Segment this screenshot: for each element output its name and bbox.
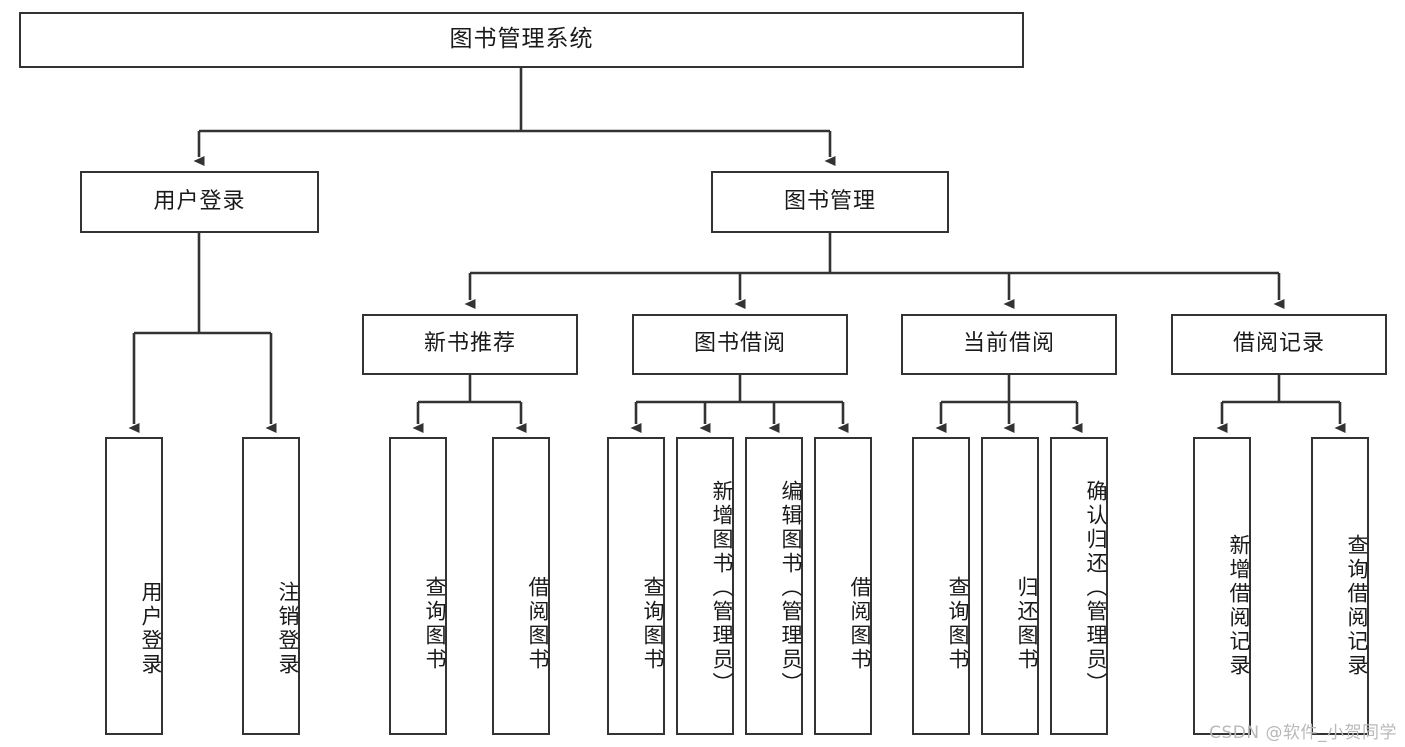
leaf-borrow-book-1-label: 借阅图书 <box>526 576 550 672</box>
leaf-query-book-2[interactable]: 查询图书 <box>607 437 665 735</box>
leaf-return-book-label: 归还图书 <box>1015 576 1039 672</box>
leaf-add-book-label: 新增图书（管理员） <box>710 480 734 696</box>
node-borrow-record[interactable]: 借阅记录 <box>1171 314 1387 375</box>
node-user-login[interactable]: 用户登录 <box>80 171 319 233</box>
leaf-user-login[interactable]: 用户登录 <box>105 437 163 735</box>
leaf-logout-login-label: 注销登录 <box>276 581 300 677</box>
csdn-watermark: CSDN @软件_小贺同学 <box>1209 723 1397 743</box>
leaf-borrow-book-1[interactable]: 借阅图书 <box>492 437 550 735</box>
leaf-query-book-1[interactable]: 查询图书 <box>389 437 447 735</box>
node-book-borrow[interactable]: 图书借阅 <box>632 314 848 375</box>
leaf-edit-book[interactable]: 编辑图书（管理员） <box>745 437 803 735</box>
leaf-confirm-return-label: 确认归还（管理员） <box>1084 480 1108 696</box>
leaf-query-record-label: 查询借阅记录 <box>1345 534 1369 678</box>
leaf-confirm-return[interactable]: 确认归还（管理员） <box>1050 437 1108 735</box>
leaf-add-record-label: 新增借阅记录 <box>1227 534 1251 678</box>
leaf-add-record[interactable]: 新增借阅记录 <box>1193 437 1251 735</box>
node-borrow-record-label: 借阅记录 <box>1232 331 1325 357</box>
leaf-borrow-book-2[interactable]: 借阅图书 <box>814 437 872 735</box>
node-current-borrow[interactable]: 当前借阅 <box>901 314 1117 375</box>
leaf-query-book-3-label: 查询图书 <box>946 576 970 672</box>
node-book-manage[interactable]: 图书管理 <box>711 171 949 233</box>
leaf-return-book[interactable]: 归还图书 <box>981 437 1039 735</box>
node-new-book-recommend[interactable]: 新书推荐 <box>362 314 578 375</box>
node-book-borrow-label: 图书借阅 <box>693 331 786 357</box>
leaf-query-book-2-label: 查询图书 <box>641 576 665 672</box>
leaf-query-book-3[interactable]: 查询图书 <box>912 437 970 735</box>
node-current-borrow-label: 当前借阅 <box>962 331 1055 357</box>
leaf-query-record[interactable]: 查询借阅记录 <box>1311 437 1369 735</box>
node-new-book-recommend-label: 新书推荐 <box>423 331 516 357</box>
leaf-edit-book-label: 编辑图书（管理员） <box>779 480 803 696</box>
node-root-label: 图书管理系统 <box>449 26 594 53</box>
node-user-login-label: 用户登录 <box>153 188 246 214</box>
node-book-manage-label: 图书管理 <box>783 188 876 214</box>
leaf-user-login-label: 用户登录 <box>139 581 163 677</box>
leaf-logout-login[interactable]: 注销登录 <box>242 437 300 735</box>
node-root-system[interactable]: 图书管理系统 <box>19 12 1024 68</box>
leaf-query-book-1-label: 查询图书 <box>423 576 447 672</box>
leaf-add-book[interactable]: 新增图书（管理员） <box>676 437 734 735</box>
leaf-borrow-book-2-label: 借阅图书 <box>848 576 872 672</box>
